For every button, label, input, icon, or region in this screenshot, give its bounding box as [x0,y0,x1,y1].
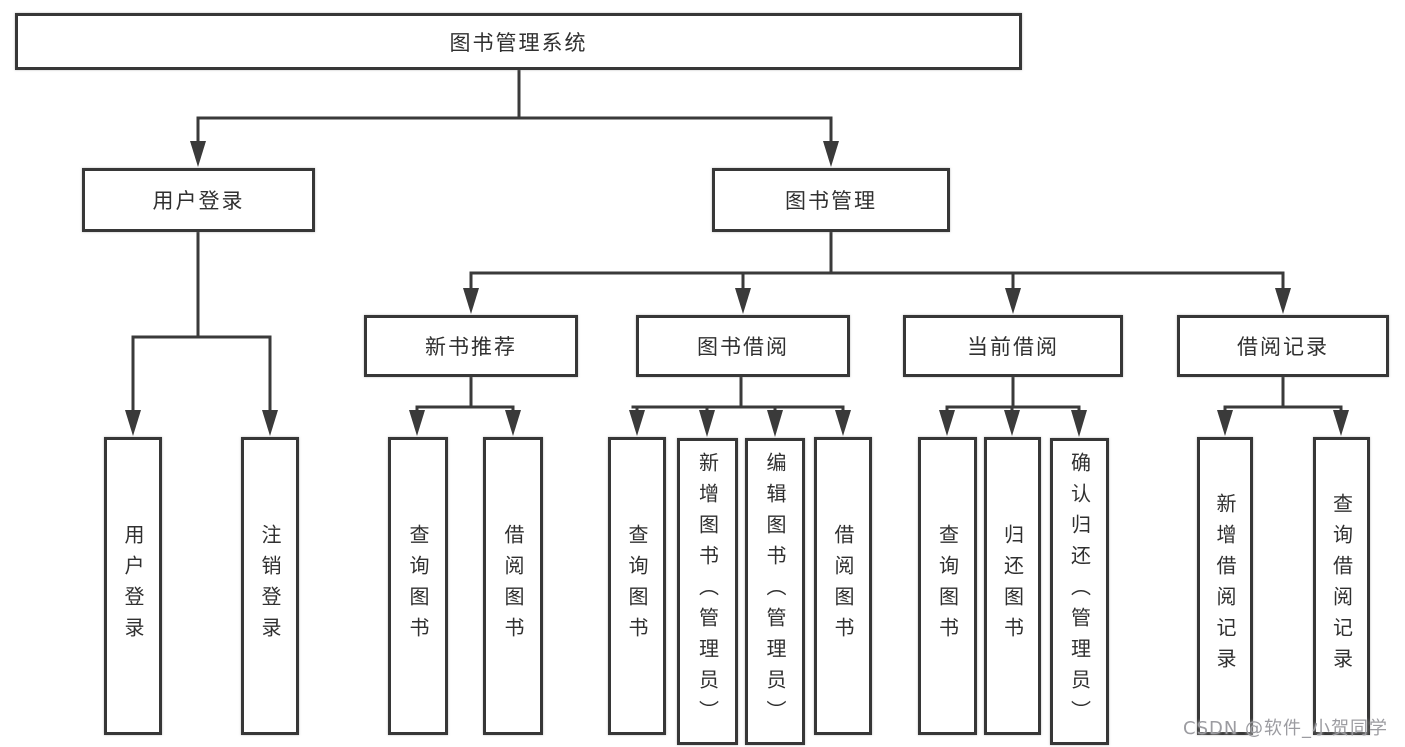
node-label: 图书借阅 [697,335,789,359]
node-label: 新增借阅记录 [1213,493,1237,679]
node-label: 新增图书（管理员） [695,452,720,731]
node-label: 查询图书 [935,524,960,648]
node-label: 新书推荐 [425,335,517,359]
node-label: 查询借阅记录 [1329,493,1354,679]
node-borrow-records: 借阅记录 [1177,315,1389,377]
leaf-logout: 注销登录 [241,437,299,735]
node-label: 确认归还（管理员） [1067,452,1092,731]
node-label: 借阅图书 [831,524,855,648]
node-root-system: 图书管理系统 [15,13,1022,70]
node-label: 图书管理 [785,189,877,213]
node-book-management: 图书管理 [712,168,950,232]
node-label: 归还图书 [1000,524,1025,648]
node-user-login: 用户登录 [82,168,315,232]
leaf-return-book: 归还图书 [984,437,1041,735]
node-label: 查询图书 [625,524,649,648]
node-label: 注销登录 [258,524,282,648]
node-new-book-recommend: 新书推荐 [364,315,578,377]
leaf-user-login: 用户登录 [104,437,162,735]
node-label: 用户登录 [121,524,145,648]
node-label: 借阅记录 [1237,335,1329,359]
leaf-edit-book-admin: 编辑图书（管理员） [745,438,805,745]
node-current-borrow: 当前借阅 [903,315,1123,377]
leaf-confirm-return-admin: 确认归还（管理员） [1050,438,1109,745]
leaf-query-borrow-record: 查询借阅记录 [1313,437,1370,735]
node-label: 借阅图书 [501,524,525,648]
leaf-add-book-admin: 新增图书（管理员） [677,438,738,745]
leaf-query-books-recommend: 查询图书 [388,437,448,735]
node-label: 查询图书 [406,524,430,648]
node-label: 用户登录 [152,189,245,213]
node-book-borrow: 图书借阅 [636,315,850,377]
node-label: 图书管理系统 [449,30,588,55]
leaf-borrow-books-recommend: 借阅图书 [483,437,543,735]
node-label: 当前借阅 [967,335,1059,359]
leaf-add-borrow-record: 新增借阅记录 [1197,437,1253,735]
leaf-query-books-current: 查询图书 [918,437,977,735]
watermark: CSDN @软件_小贺同学 [1183,718,1389,739]
node-label: 编辑图书（管理员） [763,452,787,731]
leaf-query-books-borrow: 查询图书 [608,437,666,735]
leaf-borrow-books: 借阅图书 [814,437,872,735]
